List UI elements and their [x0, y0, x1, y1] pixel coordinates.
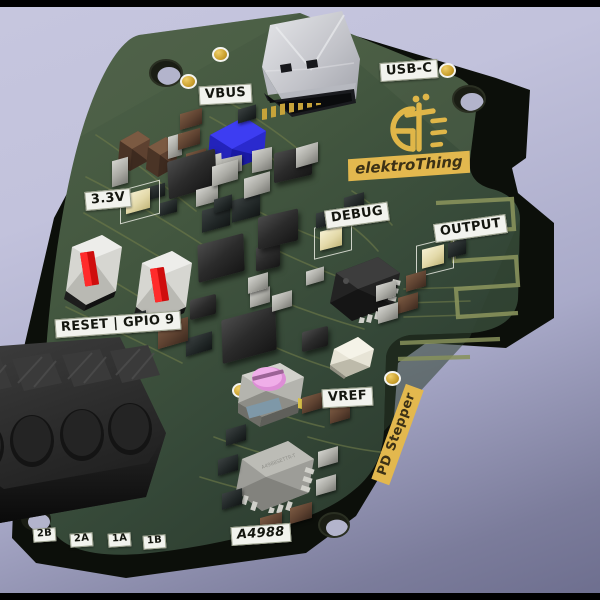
- crystal-oscillator: [330, 335, 378, 379]
- terminal-label-1b: 1B: [142, 534, 167, 550]
- terminal-label-2b: 2B: [32, 527, 57, 543]
- label-vref: VREF: [321, 386, 374, 409]
- inductor-pad-2: [252, 146, 272, 174]
- a4988-driver-ic: A4988SETTR-T: [236, 439, 318, 513]
- mcu-qfn: [330, 255, 404, 323]
- et-monogram-logo: [372, 91, 454, 167]
- label-usb-c: USB-C: [379, 58, 439, 83]
- usb-c-connector: [256, 11, 366, 123]
- vref-trimpot[interactable]: [238, 361, 310, 427]
- test-pad-vref: [384, 371, 401, 386]
- cap-terminal-1: [112, 156, 128, 188]
- terminal-label-2a: 2A: [69, 532, 94, 548]
- usb-c-pin-row: [262, 103, 372, 125]
- pcb-board: A4988SETTR-T: [0, 7, 600, 593]
- label-3v3: 3.3V: [84, 188, 133, 212]
- reset-button[interactable]: [64, 233, 126, 311]
- test-pad-usbc: [439, 63, 456, 78]
- label-vbus: VBUS: [198, 83, 253, 106]
- viewport: A4988SETTR-T: [0, 7, 600, 593]
- test-pad-top: [212, 47, 229, 62]
- terminal-label-1a: 1A: [107, 532, 132, 548]
- screw-terminal-block[interactable]: [0, 337, 210, 547]
- test-pad-vbus: [180, 74, 197, 89]
